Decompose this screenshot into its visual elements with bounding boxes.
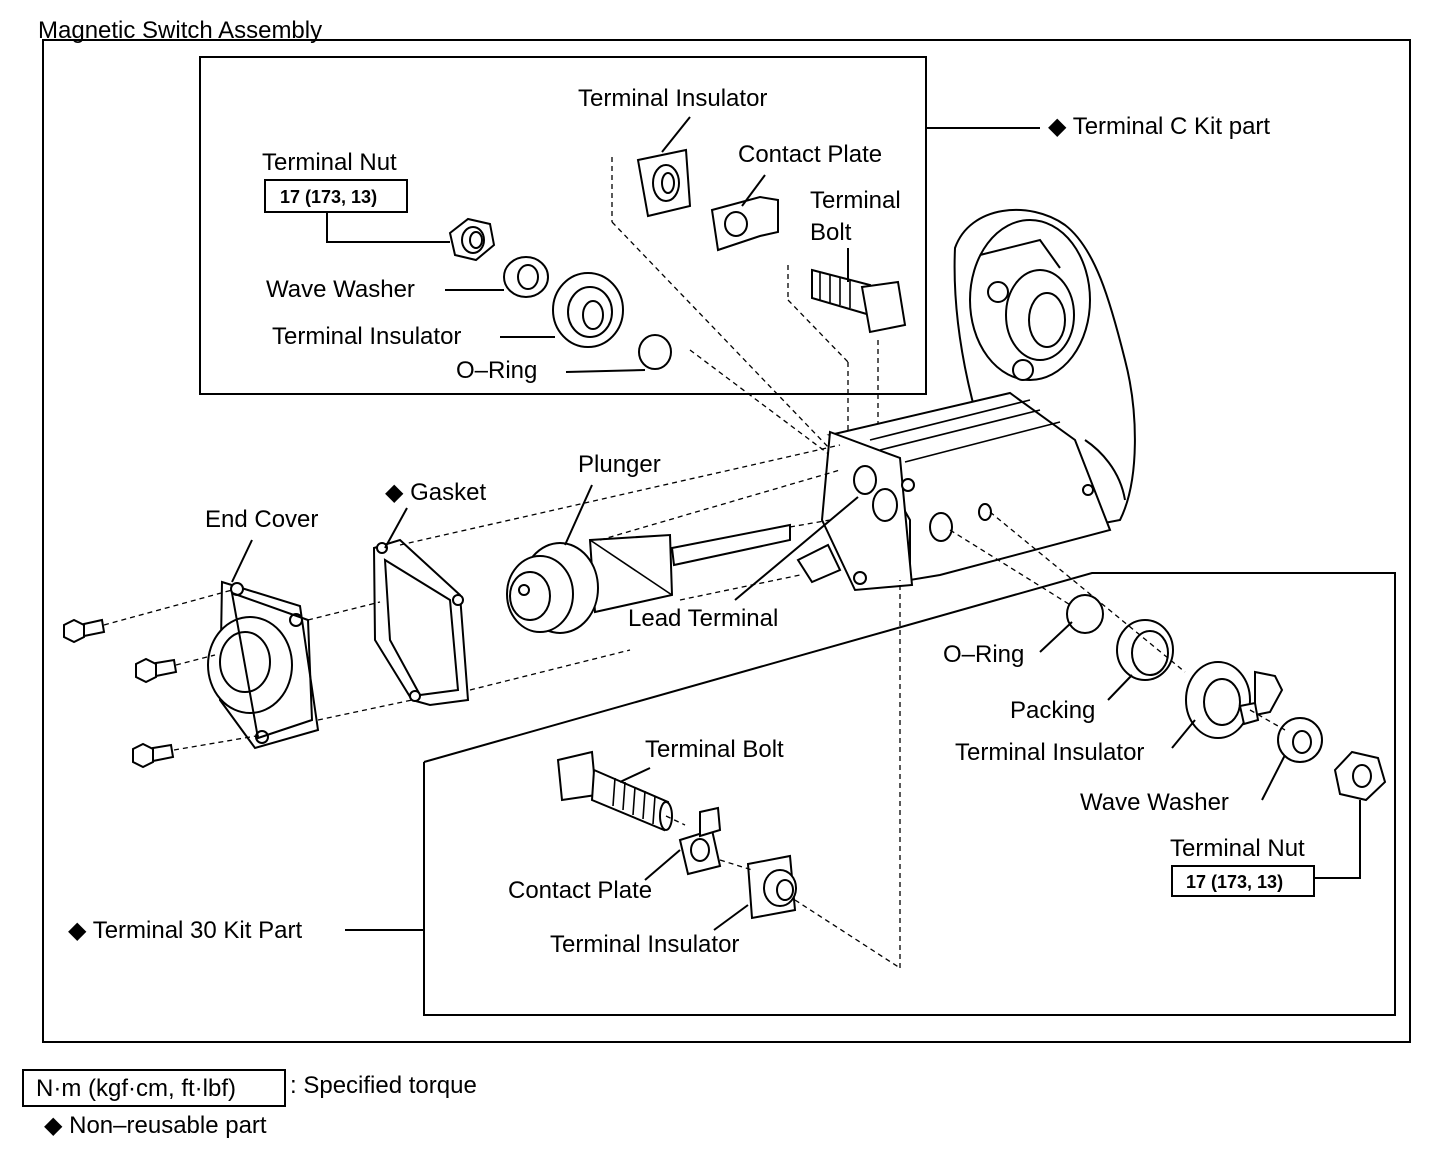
lead-terminal-label: Lead Terminal [628, 605, 778, 632]
screw-2-part [135, 657, 178, 684]
terminal-insulator-top-label: Terminal Insulator [578, 85, 767, 112]
plunger-part [506, 523, 791, 634]
terminal-nut-top-label: Terminal Nut [262, 149, 397, 176]
terminal-bolt-top-label-1: Terminal [810, 187, 901, 214]
terminal-c-kit-label: ◆ Terminal C Kit part [1048, 113, 1270, 140]
wave-washer-top-label: Wave Washer [266, 276, 415, 303]
gasket-label: ◆ Gasket [385, 479, 486, 506]
torque-legend-desc: : Specified torque [290, 1072, 477, 1099]
terminal-bolt-bottom-label: Terminal Bolt [645, 736, 784, 763]
terminal-nut-right-label: Terminal Nut [1170, 835, 1305, 862]
terminal-c-kit-box [199, 56, 927, 395]
packing-label: Packing [1010, 697, 1095, 724]
terminal-nut-top-part [448, 217, 496, 262]
plunger-label: Plunger [578, 451, 661, 478]
screw-3-part [132, 742, 175, 769]
end-cover-part [207, 580, 320, 750]
torque-box-right [1171, 865, 1315, 897]
terminal-30-kit-box [423, 572, 1396, 1016]
gasket-part [372, 538, 470, 707]
terminal-insulator-top-left-part [552, 272, 624, 348]
o-ring-right-part [1066, 594, 1104, 634]
terminal-insulator-top-left-label: Terminal Insulator [272, 323, 461, 350]
terminal-nut-right-part [1333, 750, 1387, 802]
contact-plate-bottom-label: Contact Plate [508, 877, 652, 904]
torque-legend-unit: N·m (kgf·cm, ft·lbf) [36, 1075, 236, 1102]
non-reusable-legend: ◆ Non–reusable part [44, 1112, 267, 1139]
wave-washer-top-part [503, 256, 549, 298]
terminal-insulator-top-part [636, 148, 692, 218]
o-ring-top-label: O–Ring [456, 357, 537, 384]
terminal-insulator-bottom-part [746, 854, 797, 920]
torque-value-right: 17 (173, 13) [1186, 872, 1283, 892]
terminal-insulator-right-label: Terminal Insulator [955, 739, 1144, 766]
o-ring-right-label: O–Ring [943, 641, 1024, 668]
terminal-bolt-top-part [811, 268, 907, 334]
packing-part [1116, 619, 1174, 681]
magnetic-switch-housing [796, 208, 1136, 592]
screw-1-part [63, 618, 106, 644]
terminal-bolt-bottom-part [556, 750, 673, 832]
terminal-30-kit-label: ◆ Terminal 30 Kit Part [68, 917, 302, 944]
o-ring-top-part [638, 334, 672, 370]
end-cover-label: End Cover [205, 506, 318, 533]
torque-box-top [264, 179, 408, 213]
outer-frame [42, 39, 1411, 1043]
contact-plate-top-part [710, 195, 779, 252]
terminal-insulator-right-part [1185, 661, 1284, 739]
terminal-insulator-bottom-label: Terminal Insulator [550, 931, 739, 958]
wave-washer-right-label: Wave Washer [1080, 789, 1229, 816]
torque-legend-box [22, 1069, 286, 1107]
terminal-bolt-top-label-2: Bolt [810, 219, 852, 246]
contact-plate-bottom-part [678, 806, 722, 876]
torque-value-top: 17 (173, 13) [280, 187, 377, 207]
contact-plate-top-label: Contact Plate [738, 141, 882, 168]
wave-washer-right-part [1277, 717, 1323, 763]
